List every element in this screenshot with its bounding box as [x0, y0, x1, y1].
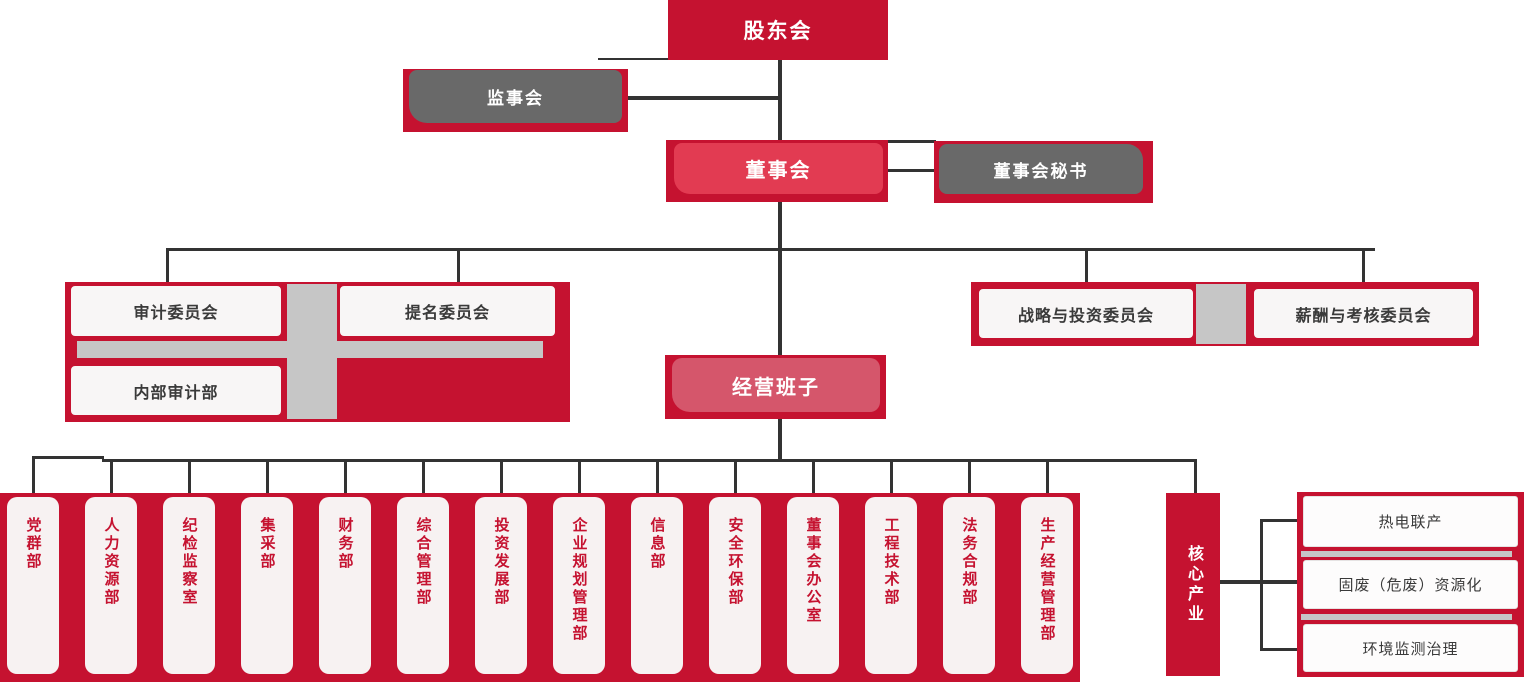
- audit-committee-label: 审计委员会: [133, 305, 219, 322]
- department-box: 企业规划管理部: [553, 497, 605, 674]
- connector-drop-department: [110, 459, 113, 494]
- connector-drop-department: [968, 459, 971, 494]
- board-box: 董事会: [674, 143, 883, 194]
- connector-core-bottom-stub: [1262, 648, 1302, 651]
- connector-board-secretary-bottom: [883, 169, 936, 172]
- right-committees-container: 战略与投资委员会 薪酬与考核委员会: [971, 282, 1479, 346]
- core-business-box: 固废（危废）资源化: [1303, 560, 1518, 609]
- connector-board-management: [778, 200, 782, 355]
- department-box: 纪检监察室: [163, 497, 215, 674]
- core-business-label: 环境监测治理: [1362, 640, 1459, 658]
- connector-drop-department: [344, 459, 347, 494]
- nomination-committee-label: 提名委员会: [404, 305, 490, 322]
- department-label: 信息部: [648, 517, 666, 571]
- remuneration-appraisal-committee-box: 薪酬与考核委员会: [1252, 287, 1475, 340]
- internal-audit-label: 内部审计部: [133, 384, 219, 402]
- connector-drop-department: [890, 459, 893, 494]
- board-label: 董事会: [745, 160, 812, 182]
- department-box: 财务部: [319, 497, 371, 674]
- connector-drop-department: [188, 459, 191, 494]
- department-box: 安全环保部: [709, 497, 761, 674]
- department-box: 投资发展部: [475, 497, 527, 674]
- board-secretary-label: 董事会秘书: [993, 161, 1089, 181]
- connector-supervisory-board: [622, 96, 780, 100]
- connector-drop-strategy-committee: [1085, 251, 1088, 282]
- department-label: 集采部: [258, 517, 276, 571]
- core-business-divider: [1301, 551, 1512, 557]
- connector-departments-horizontal-a: [32, 456, 104, 459]
- department-label: 工程技术部: [882, 517, 900, 607]
- connector-committees-horizontal: [166, 248, 1375, 251]
- shareholders-label: 股东会: [743, 20, 813, 43]
- supervisory-board-label: 监事会: [487, 89, 544, 108]
- left-committees-gray-strip: [77, 341, 543, 358]
- department-label: 人力资源部: [102, 517, 120, 607]
- connector-drop-department: [500, 459, 503, 494]
- internal-audit-box: 内部审计部: [69, 364, 283, 417]
- connector-drop-audit-committee: [166, 251, 169, 282]
- connector-drop-department: [812, 459, 815, 494]
- department-box: 法务合规部: [943, 497, 995, 674]
- strategy-investment-committee-label: 战略与投资委员会: [1017, 307, 1154, 325]
- connector-drop-department: [656, 459, 659, 494]
- department-label: 企业规划管理部: [570, 517, 588, 643]
- core-businesses-container: 热电联产 固废（危废）资源化 环境监测治理: [1297, 492, 1524, 677]
- connector-drop-department: [734, 459, 737, 494]
- connector-drop-department: [266, 459, 269, 494]
- connector-drop-department: [1046, 459, 1049, 494]
- management-team-box: 经营班子: [672, 358, 880, 412]
- department-label: 党群部: [24, 517, 42, 571]
- department-label: 安全环保部: [726, 517, 744, 607]
- core-business-label: 热电联产: [1378, 514, 1443, 531]
- connector-drop-department: [32, 459, 35, 494]
- department-box: 生产经营管理部: [1021, 497, 1073, 674]
- department-label: 纪检监察室: [180, 517, 198, 607]
- department-box: 党群部: [7, 497, 59, 674]
- department-label: 生产经营管理部: [1038, 517, 1056, 643]
- connector-drop-core-industry: [1194, 459, 1197, 493]
- connector-shareholders-board: [778, 60, 782, 140]
- strategy-investment-committee-box: 战略与投资委员会: [977, 287, 1195, 340]
- department-label: 董事会办公室: [804, 517, 822, 625]
- connector-drop-department: [578, 459, 581, 494]
- audit-committee-box: 审计委员会: [69, 284, 283, 338]
- board-secretary-box: 董事会秘书: [939, 144, 1143, 194]
- department-label: 法务合规部: [960, 517, 978, 607]
- shareholders-box: 股东会: [668, 0, 888, 60]
- core-industry-label: 核心产业: [1185, 544, 1202, 625]
- connector-core-stack-vertical: [1260, 519, 1263, 651]
- department-box: 综合管理部: [397, 497, 449, 674]
- connector-management-departments: [778, 419, 782, 459]
- department-box: 信息部: [631, 497, 683, 674]
- core-business-divider: [1301, 614, 1512, 620]
- connector-drop-department: [422, 459, 425, 494]
- department-box: 工程技术部: [865, 497, 917, 674]
- connector-board-secretary-top: [886, 140, 936, 143]
- departments-band: 党群部 人力资源部 纪检监察室 集采部 财务部 综合管理部 投资发展部 企业规划…: [0, 493, 1080, 682]
- management-team-label: 经营班子: [732, 376, 820, 399]
- department-label: 财务部: [336, 517, 354, 571]
- department-label: 投资发展部: [492, 517, 510, 607]
- department-box: 董事会办公室: [787, 497, 839, 674]
- connector-shareholders-left-stub: [598, 58, 670, 60]
- department-box: 人力资源部: [85, 497, 137, 674]
- supervisory-board-box: 监事会: [409, 70, 622, 123]
- left-committees-container: 审计委员会 提名委员会 内部审计部: [65, 282, 570, 422]
- remuneration-appraisal-committee-label: 薪酬与考核委员会: [1295, 307, 1432, 325]
- department-box: 集采部: [241, 497, 293, 674]
- connector-drop-nomination-committee: [457, 251, 460, 282]
- right-committees-gray-column: [1196, 284, 1246, 344]
- core-business-box: 热电联产: [1303, 496, 1518, 547]
- core-business-box: 环境监测治理: [1303, 624, 1518, 672]
- department-label: 综合管理部: [414, 517, 432, 607]
- nomination-committee-box: 提名委员会: [338, 284, 557, 338]
- connector-core-top-stub: [1262, 519, 1302, 522]
- connector-departments-horizontal-b: [102, 459, 1197, 462]
- core-business-label: 固废（危废）资源化: [1338, 577, 1483, 594]
- connector-drop-remuneration-committee: [1362, 251, 1365, 282]
- core-industry-box: 核心产业: [1166, 493, 1220, 676]
